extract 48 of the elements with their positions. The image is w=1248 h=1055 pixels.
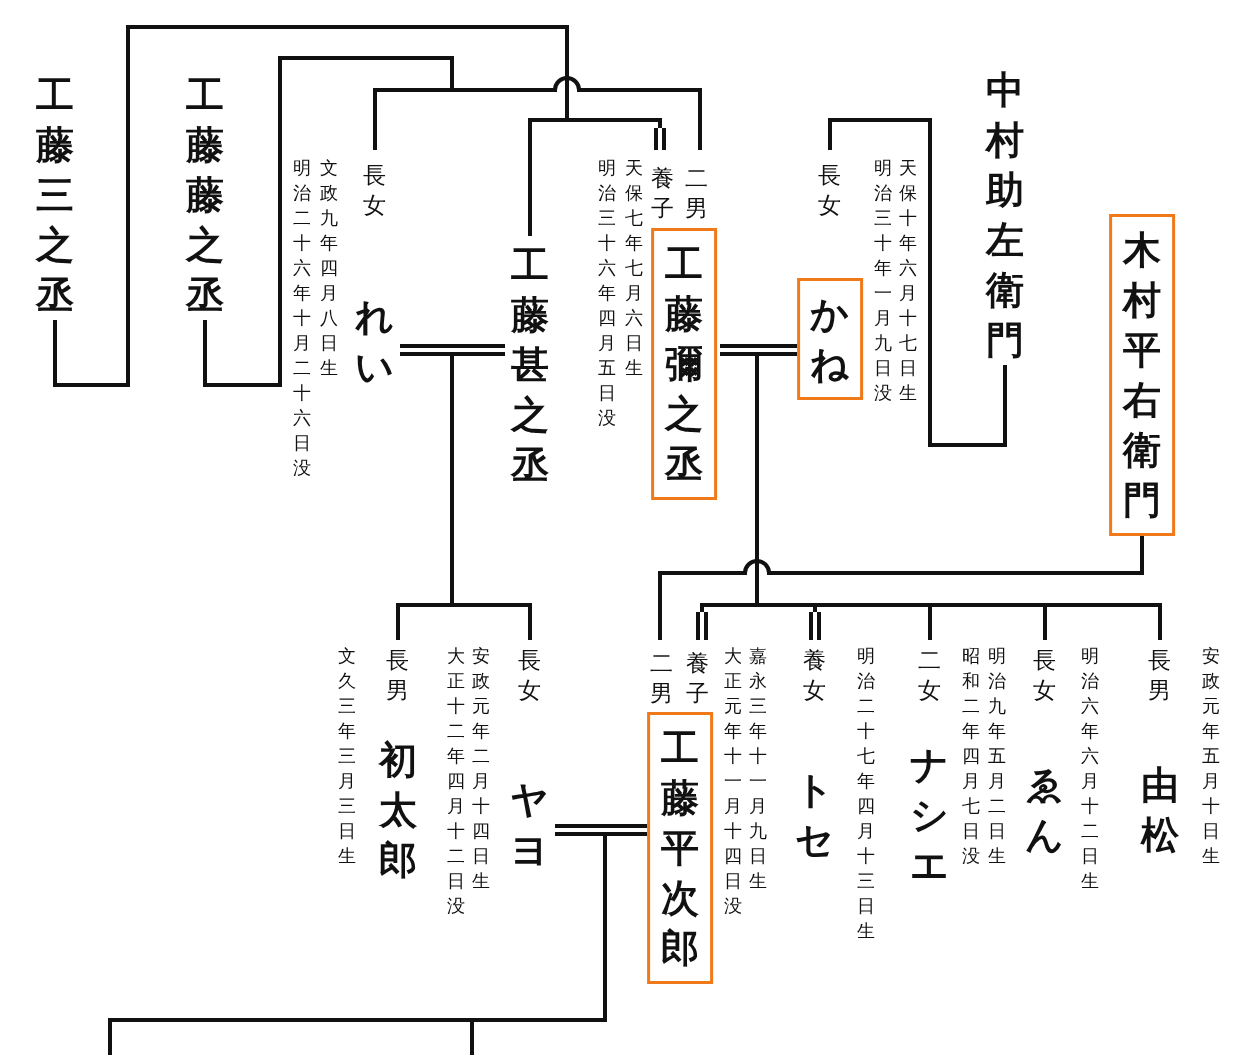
relationship-label: 長女: [817, 161, 843, 220]
person-name: 初太郎: [377, 736, 418, 884]
relationship-label: 長女: [517, 646, 543, 705]
person-name: ナシエ: [909, 741, 951, 889]
relationship-label: 長女: [1032, 646, 1058, 705]
person-name: ヤヨ: [509, 776, 551, 874]
person-name: 工藤藤之丞: [184, 71, 225, 319]
date-note: 天保十年六月十七日生: [898, 156, 918, 405]
family-line: [450, 352, 532, 640]
adoption-line: [53, 25, 666, 387]
relationship-label: 養女: [802, 646, 828, 705]
date-note: 明治三十年一月九日没: [873, 156, 893, 405]
date-note: 大正元年十一月十四日没: [723, 644, 743, 918]
person-name: 工藤三之丞: [34, 71, 75, 319]
person-name: 工藤甚之丞: [509, 241, 550, 489]
relationship-label: 養子: [685, 649, 711, 708]
highlighted-name: 工藤彌之丞: [651, 228, 717, 500]
date-note: 安政元年五月十日生: [1201, 644, 1221, 868]
person-name: ゑん: [1024, 761, 1066, 859]
person-name: 由松: [1139, 761, 1180, 859]
date-note: 文久三年三月三日生: [337, 644, 357, 868]
date-note: 明治六年六月十二日生: [1080, 644, 1100, 893]
date-note: 安政元年二月十四日生: [471, 644, 491, 893]
person-name: 中村助左衛門: [984, 66, 1025, 364]
date-note: 明治二十六年十月二十六日没: [292, 156, 312, 480]
date-note: 明治二十七年四月十三日生: [856, 644, 876, 943]
relationship-label: 長男: [1147, 646, 1173, 705]
family-line: [203, 56, 702, 387]
date-note: 明治九年五月二日生: [987, 644, 1007, 868]
date-note: 天保七年七月六日生: [624, 156, 644, 380]
person-name: れい: [354, 293, 396, 391]
highlighted-name: 木村平右衛門: [1109, 214, 1175, 536]
relationship-label: 二女: [917, 646, 943, 705]
relationship-label: 長女: [362, 161, 388, 220]
family-line: [828, 118, 1007, 447]
date-note: 文政九年四月八日生: [319, 156, 339, 380]
date-note: 嘉永三年十一月九日生: [748, 644, 768, 893]
highlighted-name: かね: [797, 278, 863, 400]
date-note: 大正十二年四月十二日没: [446, 644, 466, 918]
relationship-label: 二男: [684, 164, 710, 223]
relationship-label: 長男: [385, 646, 411, 705]
family-line: [658, 536, 1144, 640]
relationship-label: 二男: [649, 649, 675, 708]
date-note: 明治三十六年四月五日没: [597, 156, 617, 430]
date-note: 昭和二年四月七日没: [961, 644, 981, 868]
relationship-label: 養子: [650, 164, 676, 223]
highlighted-name: 工藤平次郎: [647, 712, 713, 984]
person-name: トセ: [794, 766, 836, 864]
